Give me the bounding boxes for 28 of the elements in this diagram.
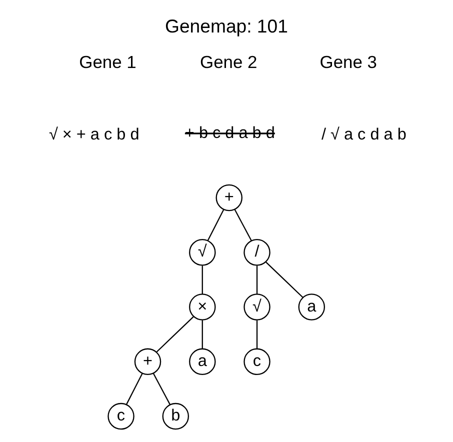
connector	[266, 262, 304, 298]
connector	[156, 316, 194, 352]
label: / √ a c d a b	[322, 125, 406, 144]
node-circle: c	[244, 348, 270, 375]
node-circle: b	[162, 402, 190, 430]
node-circle: √	[244, 294, 270, 320]
label: + b c d a b d	[184, 124, 275, 142]
node-circle: c	[108, 402, 134, 430]
node-circle: a	[189, 348, 216, 375]
node-circle: ×	[189, 294, 216, 320]
label: Gene 2	[200, 52, 258, 72]
diagram-title: Genemap: 101	[165, 15, 288, 36]
label: √ × + a c b d	[48, 125, 140, 144]
connector	[256, 320, 258, 349]
connector	[256, 266, 258, 294]
node-circle: √	[189, 239, 216, 266]
label: Gene 1	[79, 52, 136, 72]
node-circle: /	[244, 239, 270, 266]
node-circle: a	[298, 294, 325, 320]
label: Gene 3	[320, 52, 377, 72]
connector	[207, 209, 224, 241]
node-circle: +	[216, 184, 242, 212]
connector	[234, 209, 252, 241]
node-circle: +	[134, 348, 162, 375]
connector	[152, 373, 171, 405]
connector	[126, 373, 143, 405]
connector	[202, 320, 203, 349]
connector	[202, 266, 203, 294]
